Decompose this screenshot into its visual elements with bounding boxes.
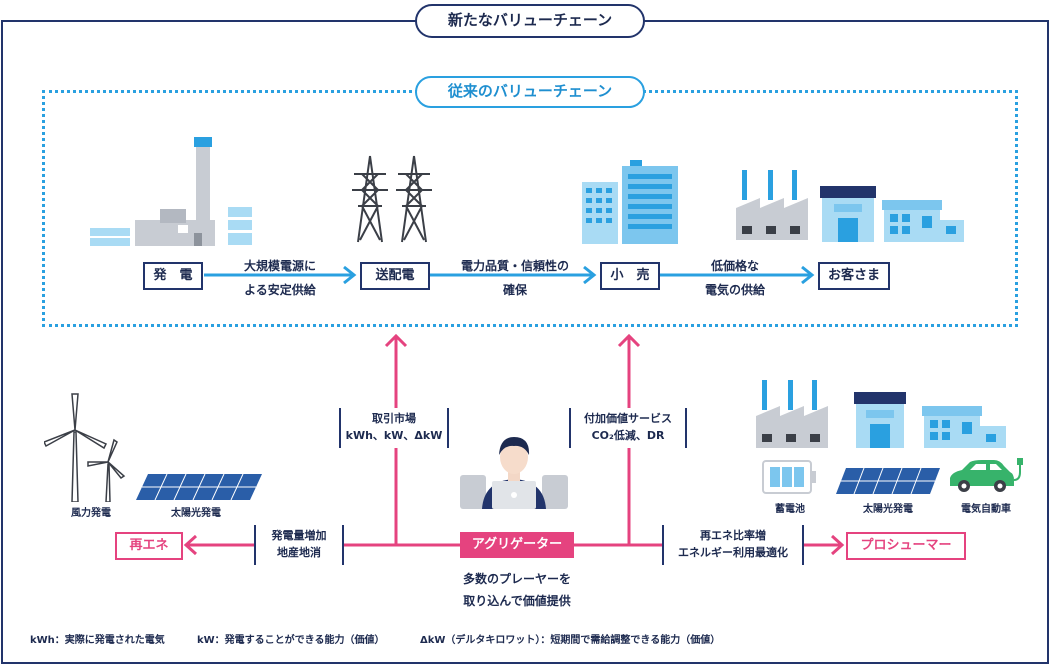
generation-box: 発 電	[143, 262, 203, 290]
prosumer-facilities-icon	[756, 380, 1006, 448]
footnote-delta-kw: ΔkW（デルタキロワット）：短期間で需給調整できる能力（価値）	[420, 635, 721, 646]
aggregator-caption-2: 取り込んで価値提供	[463, 594, 571, 608]
power-plant-icon	[90, 137, 252, 246]
retail-to-customer-label-2: 電気の供給	[704, 283, 765, 297]
old-chain-title: 従来のバリューチェーン	[415, 76, 645, 108]
trans-to-retail-label-1: 電力品質・信頼性の	[460, 259, 569, 273]
renewable-benefit-label-1: 発電量増加	[271, 529, 327, 542]
value-added-label: 付加価値サービス CO₂低減、DR	[569, 408, 687, 448]
prosumer-benefit-label-1: 再エネ比率増	[700, 529, 766, 542]
retail-box: 小 売	[600, 262, 660, 290]
prosumer-box: プロシューマー	[846, 532, 966, 560]
ev-label: 電気自動車	[961, 504, 1011, 515]
trans-to-retail-label-2: 確保	[502, 283, 527, 297]
customer-facilities-icon	[736, 170, 964, 242]
aggregator-caption-1: 多数のプレーヤーを	[462, 572, 571, 586]
solar-left-label: 太陽光発電	[171, 508, 221, 519]
new-chain-title: 新たなバリューチェーン	[415, 4, 645, 38]
market-label-1: 取引市場	[372, 412, 416, 425]
office-building-icon	[582, 160, 678, 244]
renewable-benefit-label: 発電量増加 地産地消	[254, 525, 344, 565]
aggregator-box: アグリゲーター	[460, 532, 574, 558]
solar-panel-left-icon	[136, 474, 262, 500]
transmission-tower-icon	[352, 155, 432, 243]
gen-to-trans-label-1: 大規模電源に	[243, 259, 316, 273]
wind-label: 風力発電	[71, 508, 111, 519]
value-added-label-1: 付加価値サービス	[584, 412, 672, 425]
solar-right-label: 太陽光発電	[863, 504, 913, 515]
battery-icon	[762, 460, 816, 494]
prosumer-benefit-label: 再エネ比率増 エネルギー利用最適化	[662, 525, 804, 565]
transmission-box: 送配電	[360, 262, 430, 290]
footnote-kwh: kWh：実際に発電された電気	[30, 635, 165, 646]
wind-turbine-icon	[44, 393, 126, 502]
customer-box: お客さま	[818, 262, 890, 290]
value-added-label-2: CO₂低減、DR	[591, 429, 665, 442]
market-label-2: kWh、kW、ΔkW	[345, 429, 443, 442]
electric-vehicle-icon	[950, 458, 1023, 492]
retail-to-customer-label-1: 低価格な	[710, 259, 759, 273]
aggregator-person-icon	[460, 437, 568, 509]
battery-label: 蓄電池	[775, 504, 805, 515]
prosumer-benefit-label-2: エネルギー利用最適化	[678, 546, 788, 559]
gen-to-trans-label-2: よる安定供給	[244, 283, 316, 297]
solar-panel-right-icon	[836, 468, 940, 494]
footnote-kw: kW：発電することができる能力（価値）	[197, 635, 385, 646]
renewable-benefit-label-2: 地産地消	[277, 546, 321, 559]
market-label: 取引市場 kWh、kW、ΔkW	[339, 408, 449, 448]
renewable-box: 再エネ	[115, 532, 183, 560]
